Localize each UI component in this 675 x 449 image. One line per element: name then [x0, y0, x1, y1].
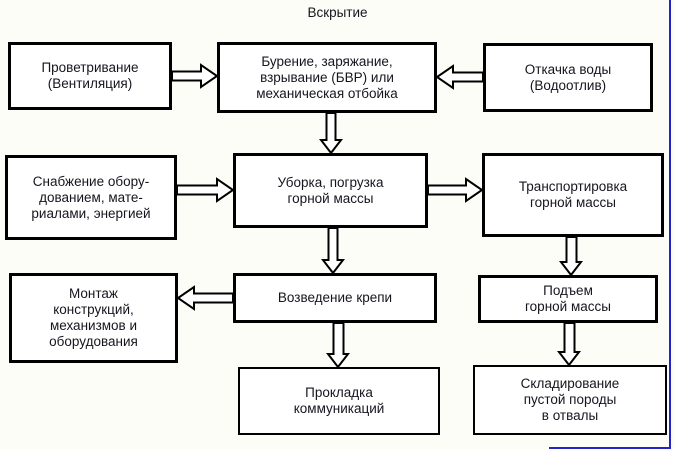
flow-box-supply: Снабжение обору- дованием, мате- риалами… — [5, 155, 177, 240]
flow-box-water-pumping: Откачка воды (Водоотлив) — [483, 43, 653, 112]
flow-box-drilling: Бурение, заряжание, взрывание (БВР) или … — [217, 42, 437, 113]
flow-box-support: Возведение крепи — [233, 273, 437, 323]
bottom-edge-line — [549, 447, 671, 449]
arrow-mucking-to-support — [320, 227, 346, 275]
flow-box-installation: Монтаж конструкций, механизмов и оборудо… — [9, 273, 178, 363]
arrow-supply-to-mucking — [176, 177, 235, 203]
arrow-support-to-utilities — [325, 322, 351, 369]
arrow-drilling-to-mucking — [318, 112, 344, 155]
arrow-ventilation-to-drilling — [171, 63, 219, 89]
flow-box-hoisting: Подъем горной массы — [478, 275, 658, 323]
right-edge-line — [669, 0, 671, 449]
flow-box-dumping: Складирование пустой породы в отвалы — [473, 365, 667, 435]
flow-box-ventilation: Проветривание (Вентиляция) — [8, 42, 172, 110]
arrow-transport-to-hoisting — [558, 236, 584, 277]
arrow-support-to-installation — [176, 285, 234, 311]
arrow-water-pumping-to-drilling — [435, 64, 484, 90]
flow-box-utilities: Прокладка коммуникаций — [238, 367, 440, 435]
flow-box-transport: Транспортировка горной массы — [482, 153, 664, 237]
arrow-mucking-to-transport — [427, 177, 484, 203]
diagram-title: Вскрытие — [307, 5, 368, 20]
arrow-hoisting-to-dumping — [556, 322, 582, 367]
flow-box-mucking: Уборка, погрузка горной массы — [233, 153, 428, 228]
